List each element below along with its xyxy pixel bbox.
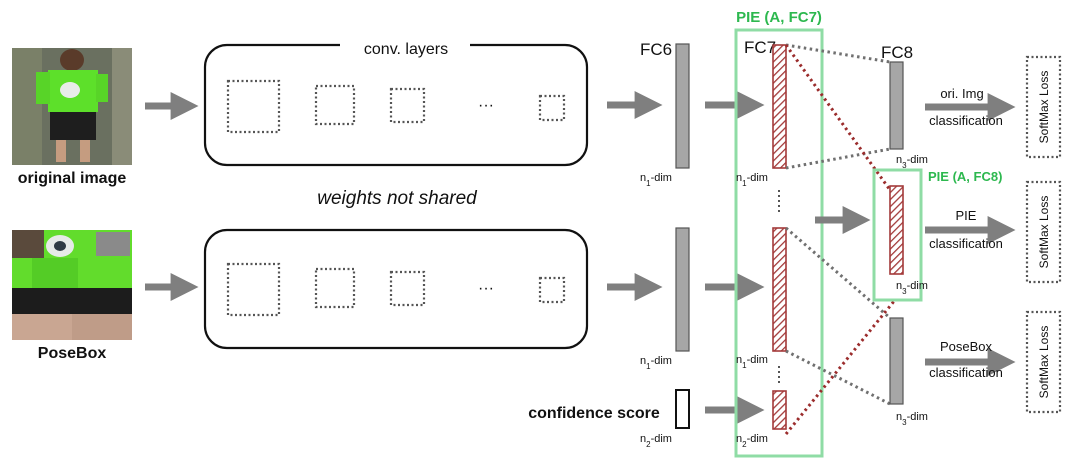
softmax-loss-box-posebox: SoftMax Loss <box>1025 310 1062 414</box>
original-image-label: original image <box>18 170 127 187</box>
fc8-posebox-dim: n3-dim <box>896 411 928 427</box>
fc8-bar-ori <box>889 61 904 150</box>
confidence-dim: n2-dim <box>640 433 672 449</box>
conv-feature-maps-top <box>226 79 566 134</box>
conv-ellipsis-top: ··· <box>478 97 494 114</box>
original-image-thumbnail <box>12 48 132 165</box>
posebox-classification-line1: PoseBox <box>940 339 993 354</box>
conv-block-bottom <box>203 228 589 350</box>
ori-classification-line1: ori. Img <box>940 86 983 101</box>
softmax-loss-box-ori: SoftMax Loss <box>1025 55 1062 159</box>
fc7-bar-confidence <box>772 390 787 430</box>
fc8-bar-posebox <box>889 317 904 405</box>
fc7-confidence-dim: n2-dim <box>736 433 768 449</box>
dotted-connections <box>784 43 897 435</box>
fc8-pie-dim: n3-dim <box>896 280 928 296</box>
weights-not-shared-note: weights not shared <box>317 188 478 209</box>
pie-fc8-box <box>872 168 923 302</box>
fc6-bar-top <box>675 43 690 169</box>
fc6-bottom-dim: n1-dim <box>640 355 672 371</box>
fc6-bar-bottom <box>675 227 690 352</box>
conv-ellipsis-bottom: ··· <box>478 280 494 297</box>
softmax-loss-label-ori: SoftMax Loss <box>1037 71 1051 144</box>
conv-block-top <box>203 43 589 167</box>
posebox-label: PoseBox <box>38 345 107 362</box>
fc7-top-dim: n1-dim <box>736 172 768 188</box>
confidence-score-bar <box>675 389 690 429</box>
fc8-ori-dim: n3-dim <box>896 154 928 170</box>
fc8-bar-pie <box>889 185 904 275</box>
pie-fc7-box <box>734 28 824 458</box>
fc7-label: FC7 <box>744 38 776 57</box>
pie-fc8-title: PIE (A, FC8) <box>928 169 1002 184</box>
conv-feature-maps-bottom <box>226 262 566 317</box>
ori-classification-line2: classification <box>929 113 1003 128</box>
conv-layers-title: conv. layers <box>364 41 448 58</box>
pie-fc7-title: PIE (A, FC7) <box>736 9 822 26</box>
confidence-score-label: confidence score <box>528 405 660 422</box>
pie-classification-line2: classification <box>929 236 1003 251</box>
posebox-thumbnail <box>12 230 132 340</box>
fc7-bottom-dim: n1-dim <box>736 354 768 370</box>
fc7-bar-top <box>772 44 787 169</box>
softmax-loss-label-posebox: SoftMax Loss <box>1037 326 1051 399</box>
fc6-label: FC6 <box>640 40 672 59</box>
softmax-loss-label-pie: SoftMax Loss <box>1037 196 1051 269</box>
fc6-top-dim: n1-dim <box>640 172 672 188</box>
pie-classification-line1: PIE <box>956 208 977 223</box>
softmax-loss-box-pie: SoftMax Loss <box>1025 180 1062 284</box>
posebox-classification-line2: classification <box>929 365 1003 380</box>
fc7-bar-bottom <box>772 227 787 352</box>
fc8-label: FC8 <box>881 43 913 62</box>
